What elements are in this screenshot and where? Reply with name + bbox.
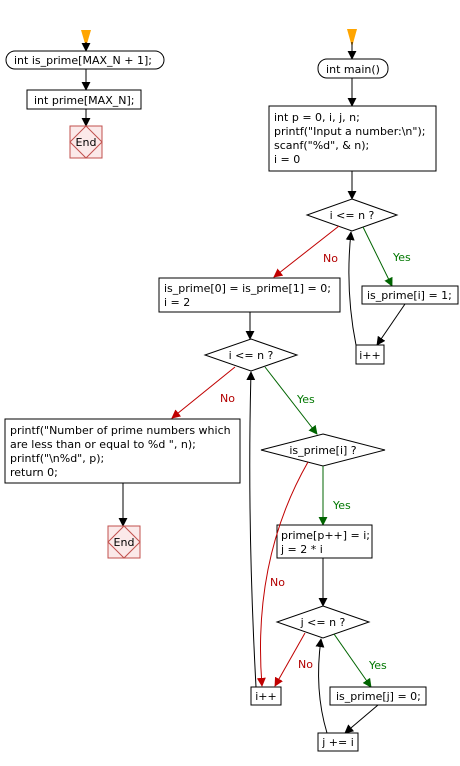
svg-text:i <= n ?: i <= n ? [229, 349, 274, 362]
store-prime-block-text: prime[p++] = i; j = 2 * i [280, 529, 370, 556]
cond-j-le-n [275, 605, 371, 639]
init-block-text: int p = 0, i, j, n; printf("Input a numb… [274, 111, 425, 166]
svg-text:is_prime[j] = 0;: is_prime[j] = 0; [336, 690, 421, 703]
global-is-prime-decl-text: int is_prime[MAX_N + 1]; [14, 54, 152, 67]
svg-text:End: End [114, 536, 135, 549]
svg-text:is_prime[i] ?: is_prime[i] ? [289, 444, 356, 457]
svg-text:j = 2 * i: j = 2 * i [280, 543, 323, 556]
svg-text:i = 0: i = 0 [274, 153, 300, 166]
end-terminal-main: End [107, 525, 141, 559]
store-prime-block [276, 524, 373, 559]
cond4-yes-label: Yes [368, 659, 387, 672]
cond1-yes-label: Yes [392, 251, 411, 264]
reset-block [158, 277, 341, 313]
start-arrow-main [347, 29, 357, 47]
svg-text:j <= n ?: j <= n ? [300, 616, 346, 629]
svg-text:return 0;: return 0; [10, 466, 58, 479]
svg-text:is_prime[0] = is_prime[1] = 0;: is_prime[0] = is_prime[1] = 0; [164, 282, 331, 295]
set-is-prime-block [361, 285, 459, 305]
svg-text:int p = 0, i, j, n;: int p = 0, i, j, n; [274, 111, 360, 124]
svg-text:i = 2: i = 2 [164, 296, 190, 309]
global-is-prime-decl [5, 50, 165, 70]
svg-text:are less than or equal to %d ": are less than or equal to %d ", n); [10, 438, 196, 451]
svg-text:End: End [76, 136, 97, 149]
svg-text:i <= n ?: i <= n ? [330, 209, 375, 222]
start-arrow-globals [81, 30, 91, 47]
svg-text:i++: i++ [255, 690, 277, 703]
cond1-no-label: No [323, 252, 338, 265]
inc-i-block-1 [355, 344, 385, 365]
svg-text:printf("Number of prime number: printf("Number of prime numbers which [10, 424, 231, 437]
end-terminal-globals: End [69, 125, 103, 159]
cond4-no-label: No [298, 658, 313, 671]
svg-text:printf("Input a number:\n");: printf("Input a number:\n"); [274, 125, 425, 138]
main-start [317, 58, 389, 79]
reset-block-text: is_prime[0] = is_prime[1] = 0; i = 2 [164, 282, 331, 309]
cond-i-le-n-1 [305, 198, 399, 232]
svg-text:prime[p++] = i;: prime[p++] = i; [281, 529, 370, 542]
inc-i-block-2 [250, 686, 282, 706]
svg-text:printf("\n%d", p);: printf("\n%d", p); [10, 452, 104, 465]
cond3-no-label: No [270, 576, 285, 589]
svg-text:scanf("%d", & n);: scanf("%d", & n); [274, 139, 369, 152]
cond2-yes-label: Yes [296, 393, 315, 406]
cond2-no-label: No [220, 392, 235, 405]
global-prime-decl-text: int prime[MAX_N]; [34, 94, 134, 107]
output-block-text: printf("Number of prime numbers which ar… [10, 424, 231, 479]
step-j-block [317, 732, 359, 752]
global-prime-decl [26, 89, 142, 110]
main-start-text: int main() [326, 63, 380, 76]
svg-text:j += i: j += i [321, 736, 354, 749]
cond3-yes-label: Yes [332, 499, 351, 512]
output-block [4, 418, 241, 484]
svg-text:is_prime[i] = 1;: is_prime[i] = 1; [367, 289, 452, 302]
cond-i-le-n-2 [203, 338, 299, 372]
svg-text:i++: i++ [359, 349, 381, 362]
